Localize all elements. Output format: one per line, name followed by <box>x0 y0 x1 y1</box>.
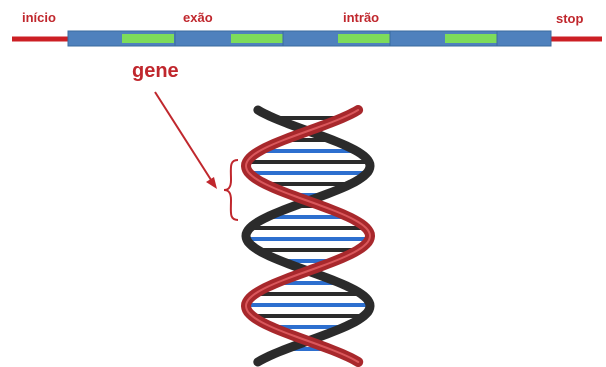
gene-label: gene <box>132 60 179 83</box>
exon-segment <box>122 34 174 43</box>
curly-bracket <box>224 160 238 220</box>
exon-segment <box>231 34 283 43</box>
start-label: início <box>22 10 56 25</box>
dna-double-helix <box>246 110 370 362</box>
exon-label: exão <box>183 10 213 25</box>
stop-label: stop <box>556 11 583 26</box>
exon-segment <box>445 34 497 43</box>
gene-bar <box>68 31 551 46</box>
pointer-arrow <box>155 92 213 183</box>
exon-segment <box>338 34 390 43</box>
intron-label: intrão <box>343 10 379 25</box>
arrow-head <box>206 177 217 189</box>
